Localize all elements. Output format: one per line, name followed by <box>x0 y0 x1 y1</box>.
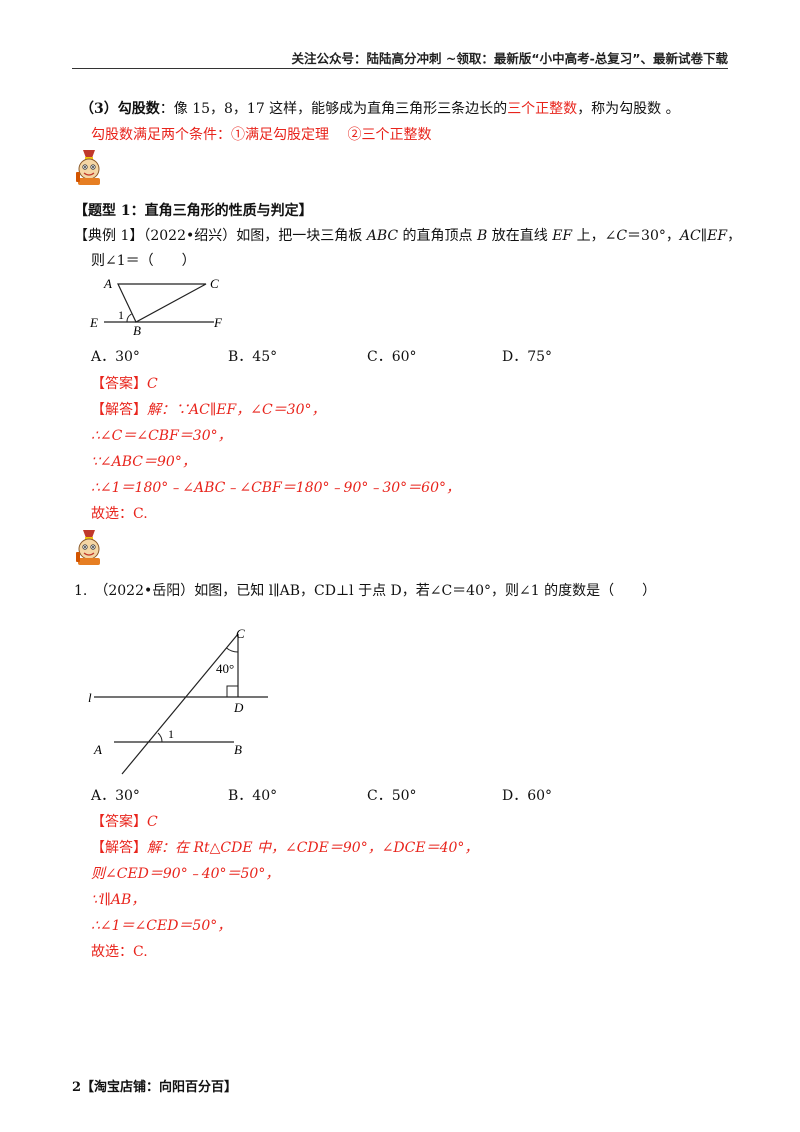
question1-stem: 1. （2022•岳阳）如图，已知 l∥AB，CD⊥l 于点 D，若∠C＝40°… <box>74 580 656 600</box>
answer-value: C <box>147 814 158 830</box>
section3-definition: （3）勾股数：像 15，8，17 这样，能够成为直角三角形三条边长的三个正整数，… <box>80 98 680 118</box>
section3-prefix: （3） <box>80 101 118 117</box>
triangle-abc <box>117 283 207 323</box>
example1-question-line2: 则∠1＝（ ） <box>91 253 196 269</box>
page-header: 关注公众号：陆陆高分冲刺 ~领取：最新版“小中高考-总复习”、最新试卷下载 <box>291 51 728 66</box>
question1-solution-line: 则∠CED＝90°﹣40°＝50°， <box>91 866 280 882</box>
question1-text: （2022•岳阳）如图，已知 l∥AB，CD⊥l 于点 D，若∠C＝40°，则∠… <box>101 583 657 599</box>
label-d: D <box>233 700 244 715</box>
question1-solution-line: ∵l∥AB， <box>91 892 146 908</box>
solution-tag: 【解答】 <box>91 402 147 418</box>
answer-tag: 【答案】 <box>91 814 147 830</box>
label-a: A <box>93 742 102 757</box>
question1-option-c: C．50° <box>367 788 417 804</box>
example1-option-c: C．60° <box>367 349 417 365</box>
example1-text: 上，∠ <box>572 228 617 244</box>
label-b: B <box>234 742 242 757</box>
question1-figure: C 40° l D A B 1 <box>88 626 268 775</box>
example1-solution-line: 故选：C. <box>91 506 148 522</box>
label-angle-1: 1 <box>168 727 174 741</box>
example1-text: 放在直线 <box>487 228 553 244</box>
example1-answer: 【答案】C <box>91 373 158 393</box>
page-number: 2 <box>72 1080 82 1095</box>
example1-abc: ABC <box>366 228 399 244</box>
example1-solution-line: ∴∠C＝∠CBF＝30°， <box>91 428 232 444</box>
footer-shop: 【淘宝店铺：向阳百分百】 <box>81 1080 238 1095</box>
section3-highlight: 三个正整数 <box>507 101 578 117</box>
angle-c-arc <box>226 647 239 653</box>
example1-text: 的直角顶点 <box>398 228 477 244</box>
question1-option-a: A．30° <box>91 788 140 804</box>
example1-solution-line: 【解答】解：∵AC∥EF，∠C＝30°， <box>91 399 325 419</box>
topic1-title: 【题型 1：直角三角形的性质与判定】 <box>74 203 313 219</box>
example1-solution-line: ∵∠ABC＝90°， <box>91 454 196 470</box>
example1-text: ， <box>727 228 742 244</box>
pencil-mascot-icon <box>76 530 100 565</box>
angle-1-arc <box>157 732 163 743</box>
header-rule <box>72 68 728 69</box>
example1-acef: AC∥EF <box>679 228 728 244</box>
label-angle-40: 40° <box>216 661 234 676</box>
question1-solution-line: 【解答】解：在 Rt△CDE 中，∠CDE＝90°，∠DCE＝40°， <box>91 837 478 857</box>
solution-tag: 【解答】 <box>91 840 147 856</box>
label-c: C <box>210 276 219 291</box>
example1-question: 【典例 1】（2022•绍兴）如图，把一块三角板 ABC 的直角顶点 B 放在直… <box>74 225 741 245</box>
example1-c: C <box>616 228 628 244</box>
example1-solution-line: ∴∠1＝180°﹣∠ABC﹣∠CBF＝180°﹣90°﹣30°＝60°， <box>91 480 460 496</box>
example1-b: B <box>476 228 488 244</box>
section3-text-b: ，称为勾股数 。 <box>577 101 680 117</box>
example1-tag: 【典例 1】 <box>74 228 144 244</box>
section3-term: 勾股数 <box>117 101 160 117</box>
label-a: A <box>103 276 112 291</box>
example1-option-a: A．30° <box>91 349 140 365</box>
question1-number: 1. <box>74 583 88 599</box>
example1-option-b: B．45° <box>228 349 278 365</box>
section3-text-a: ：像 15，8，17 这样，能够成为直角三角形三条边长的 <box>159 101 508 117</box>
pencil-mascot-icon <box>76 150 100 185</box>
section3-note: 勾股数满足两个条件：①满足勾股定理 ②三个正整数 <box>91 127 432 143</box>
label-b: B <box>133 323 141 338</box>
label-angle-1: 1 <box>118 308 124 322</box>
example1-figure: A C E F B 1 <box>89 276 223 338</box>
question1-option-d: D．60° <box>502 788 553 804</box>
question1-solution-line: 故选：C. <box>91 944 148 960</box>
transversal <box>121 633 239 775</box>
label-f: F <box>213 315 223 330</box>
label-c: C <box>236 626 245 641</box>
answer-tag: 【答案】 <box>91 376 147 392</box>
example1-source: （2022•绍兴）如图，把一块三角板 <box>143 228 367 244</box>
example1-ef: EF <box>552 228 573 244</box>
question1-solution-line: ∴∠1＝∠CED＝50°， <box>91 918 232 934</box>
question1-answer: 【答案】C <box>91 811 158 831</box>
page-footer: 2【淘宝店铺：向阳百分百】 <box>72 1076 237 1095</box>
question1-option-b: B．40° <box>228 788 278 804</box>
example1-text: ＝30°， <box>627 228 680 244</box>
angle-1-arc <box>126 313 132 323</box>
solution-text: 解：在 Rt△CDE 中，∠CDE＝90°，∠DCE＝40°， <box>147 840 479 856</box>
solution-text: 解：∵AC∥EF，∠C＝30°， <box>147 402 326 418</box>
label-e: E <box>89 315 98 330</box>
example1-option-d: D．75° <box>502 349 553 365</box>
label-l: l <box>88 690 92 705</box>
answer-value: C <box>147 376 158 392</box>
right-angle-mark <box>226 685 238 697</box>
